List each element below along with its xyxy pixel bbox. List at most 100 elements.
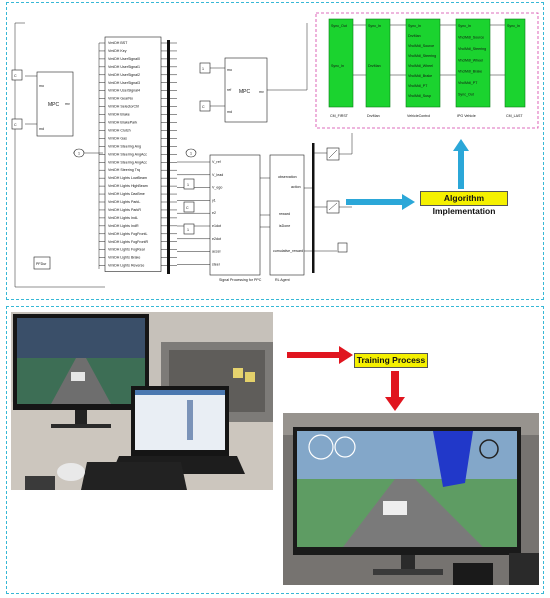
svg-text:1: 1 xyxy=(190,152,192,156)
bus-signal-label: VmiDH Lights IndR xyxy=(108,224,139,228)
svg-text:cumulative_reward: cumulative_reward xyxy=(273,249,303,253)
svg-text:mo: mo xyxy=(227,68,232,72)
bus-signal-label: VmiDH UserSignal2 xyxy=(108,73,140,77)
bus-signal-label: VmiDH BST xyxy=(108,41,128,45)
bus-signal-label: VmiDH UserSignal0 xyxy=(108,57,140,61)
const-block xyxy=(11,118,23,130)
bus-signal-label: VmiDH Lights IndL xyxy=(108,216,138,220)
sp-input-label: e1dot xyxy=(212,224,221,228)
svg-text:MPC: MPC xyxy=(48,102,60,108)
carmaker-port-label: VhclMdl_PT xyxy=(408,84,428,88)
bus-signal-label: VmiDH Lights FogFrontR xyxy=(108,240,149,244)
svg-text:mv: mv xyxy=(65,102,70,106)
svg-text:PFDur: PFDur xyxy=(36,262,47,266)
carmaker-block xyxy=(405,18,441,108)
pfdur-block xyxy=(33,256,51,270)
bus-signal-label: VmiDH Key xyxy=(108,49,127,53)
bus-signal-label: VmiDH Gas xyxy=(108,136,127,140)
bus-signal-label: VmiDH UserSignal1 xyxy=(108,65,140,69)
svg-text:1: 1 xyxy=(78,152,80,156)
svg-text:C: C xyxy=(14,123,17,127)
bus-signal-label: VmiDH Lights FogFrontL xyxy=(108,232,148,236)
carmaker-port-label: VhclMdl_Steering xyxy=(408,54,436,58)
sp-input-label: y1 xyxy=(212,198,216,202)
bus-signal-label: VmiDH Lights DaxBme xyxy=(108,192,145,196)
const-block xyxy=(11,69,23,81)
mpc-block xyxy=(36,71,74,137)
sp-input-label: V_lead xyxy=(212,173,223,177)
bus-bar xyxy=(167,40,170,274)
svg-text:md: md xyxy=(227,110,232,114)
bus-signal-label: VmiDH Steering AngAcc xyxy=(108,152,147,156)
carmaker-block xyxy=(504,18,526,108)
sp-input-label: V_ref xyxy=(212,160,221,164)
carmaker-block-name: VehicleControl xyxy=(407,114,430,118)
carmaker-port-label: VhclMdl_Wheel xyxy=(458,58,483,62)
svg-text:reward: reward xyxy=(279,212,290,216)
blue-arrow-up xyxy=(453,139,469,189)
carmaker-port-label: Sync_Out xyxy=(458,93,474,97)
carmaker-block xyxy=(455,18,491,108)
carmaker-port-label: VhclMdl_Source xyxy=(458,35,484,39)
bus-signal-label: VmiDH Lights FogRear xyxy=(108,248,146,252)
svg-text:1: 1 xyxy=(187,183,189,187)
carmaker-block-name: DrvMan xyxy=(367,114,380,118)
bus-signal-label: VmiDH BrakePark xyxy=(108,121,137,125)
bus-signal-label: VmiDH UserSignal3 xyxy=(108,81,140,85)
bus-signal-label: VmiDH Lights ParkR xyxy=(108,208,141,212)
carmaker-port-label: DrvMan xyxy=(408,34,421,38)
bus-signal-label: VmiDH Lights Brake xyxy=(108,256,140,260)
red-arrow-down xyxy=(385,371,405,411)
carmaker-port-label: VhclMdl_PT xyxy=(458,81,478,85)
carmaker-block-name: CM_LAST xyxy=(506,114,523,118)
simulation-photo xyxy=(283,413,539,585)
mpc-block-center xyxy=(224,57,268,123)
algorithm-implementation-label: Algorithm Implementation xyxy=(420,191,508,216)
carmaker-port-label: Sync_In xyxy=(458,24,471,28)
svg-text:C: C xyxy=(186,206,189,210)
svg-text:Signal Processing for PPC: Signal Processing for PPC xyxy=(219,278,262,282)
carmaker-port-label: Sync_In xyxy=(331,64,344,68)
sp-input-label: e2 xyxy=(212,211,216,215)
bus-signal-label: VmiDH Lights LowBeam xyxy=(108,176,147,180)
svg-text:isDone: isDone xyxy=(279,224,290,228)
signal-processing-block xyxy=(209,154,261,276)
car xyxy=(383,501,407,515)
bus-signal-label: VmiDH UserSignal4 xyxy=(108,89,140,93)
training-photo-panel: Training Process xyxy=(6,306,544,594)
carmaker-subsystem-box xyxy=(315,12,539,129)
carmaker-block-name: CM_FIRST xyxy=(330,114,349,118)
carmaker-port-label: VhclMdl_Brake xyxy=(408,74,432,78)
bus-signal-label: VmiDH Steering AngAcc xyxy=(108,160,147,164)
sp-input-label: steer xyxy=(212,262,221,266)
bus-signal-label: VmiDH Steering Ang xyxy=(108,144,141,148)
bus-signal-label: VmiDH Clutch xyxy=(108,128,131,132)
training-process-label: Training Process xyxy=(354,353,428,368)
carmaker-port-label: Sync_In xyxy=(507,24,520,28)
bus-signal-label: VmiDH Lights ParkL xyxy=(108,200,140,204)
carmaker-port-label: VhclMdl_Source xyxy=(408,44,434,48)
svg-text:ref: ref xyxy=(227,88,231,92)
bus-signal-label: VmiDH GearNo xyxy=(108,97,133,101)
bus-signal-label: VmiDH Lights HighBeam xyxy=(108,184,148,188)
sp-input-label: accel xyxy=(212,250,221,254)
bus-signal-label: VmiDH Steering Trq xyxy=(108,168,140,172)
svg-text:observation: observation xyxy=(278,175,297,179)
red-arrow-right xyxy=(287,346,353,364)
bus-signal-label: VmiDH Brake xyxy=(108,113,130,117)
carmaker-port-label: VhclMdl_Wheel xyxy=(408,64,433,68)
carmaker-port-label: Sync_In xyxy=(368,24,381,28)
svg-text:md: md xyxy=(39,127,44,131)
svg-text:RL Agent: RL Agent xyxy=(275,278,290,282)
carmaker-port-label: Sync_Out xyxy=(331,24,347,28)
carmaker-block xyxy=(365,18,391,108)
sp-input-label: e2dot xyxy=(212,237,221,241)
carmaker-block-name: IPG Vehicle xyxy=(457,114,476,118)
svg-text:1: 1 xyxy=(187,228,189,232)
carmaker-port-label: VhclMdl_Brake xyxy=(458,70,482,74)
carmaker-port-label: VhclMdl_Steering xyxy=(458,47,486,51)
bus-signal-label: VmiDH SelectorCtrl xyxy=(108,105,139,109)
